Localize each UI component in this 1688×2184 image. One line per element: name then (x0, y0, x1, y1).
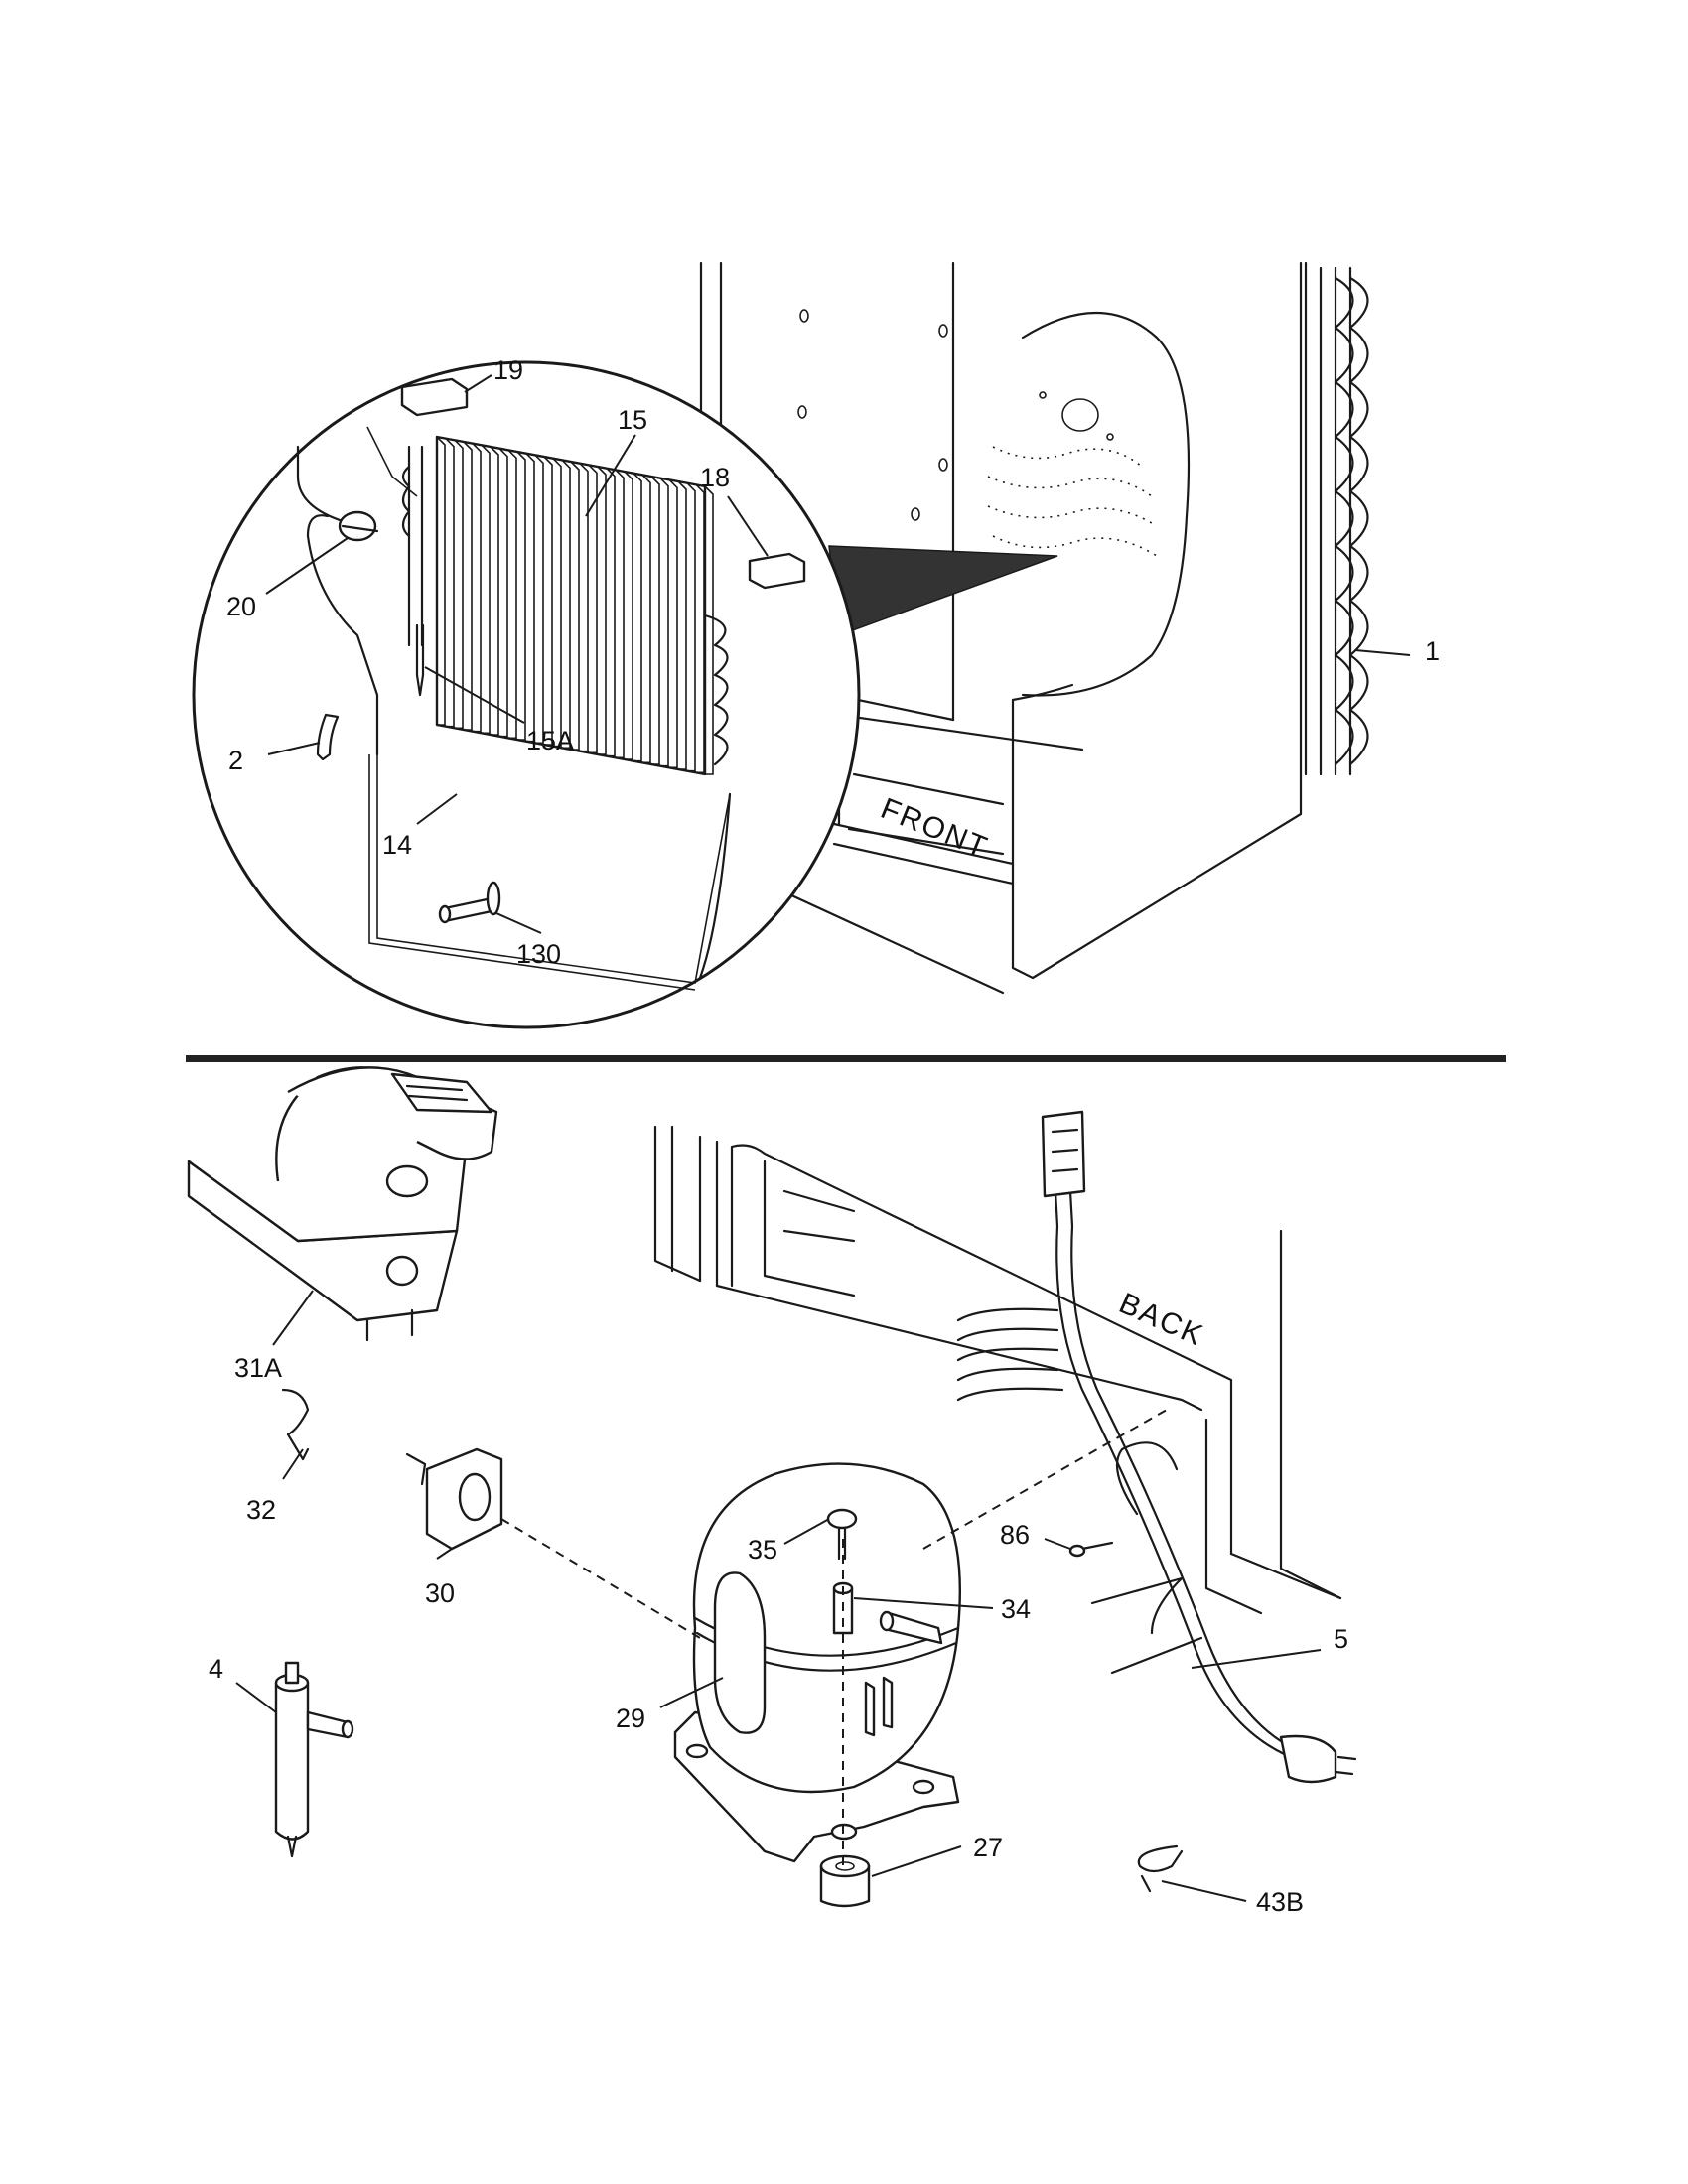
back-label: BACK (1114, 1287, 1208, 1353)
callout-15: 15 (618, 405, 647, 435)
power-cord (956, 1110, 1357, 1784)
evaporator-fin (490, 446, 499, 736)
callout-2: 2 (228, 746, 243, 775)
spacer-block-18 (748, 552, 806, 590)
heater-wire (368, 754, 731, 991)
wire-clip-32 (281, 1388, 310, 1461)
evaporator-fin (463, 441, 473, 731)
callout-130: 130 (516, 939, 561, 969)
machine-compartment-outline (653, 1125, 1342, 1615)
callout-35: 35 (748, 1535, 777, 1565)
evaporator-fin (686, 482, 696, 772)
callout-5: 5 (1334, 1624, 1348, 1654)
evaporator-coil (401, 435, 729, 776)
evaporator-fin (561, 459, 571, 750)
compressor-29 (673, 1462, 961, 1863)
callout-31a: 31A (234, 1353, 282, 1383)
callout-14: 14 (382, 830, 412, 860)
evaporator-fin (454, 439, 464, 730)
cabinet-outline (699, 261, 1303, 995)
evaporator-fin (588, 464, 598, 754)
callout-32: 32 (246, 1495, 276, 1525)
condenser-coil (1304, 261, 1369, 776)
callout-27: 27 (973, 1833, 1003, 1862)
callout-86: 86 (1000, 1520, 1030, 1550)
evaporator-fin (570, 461, 580, 751)
callout-30: 30 (425, 1578, 455, 1608)
callout-18: 18 (700, 463, 730, 492)
evaporator-fin (606, 468, 616, 757)
grommet-27 (819, 1854, 871, 1908)
clip-43b (1137, 1844, 1184, 1893)
evaporator-fin (677, 480, 687, 770)
spacer-block-19 (400, 377, 469, 417)
evaporator-fin (436, 436, 446, 726)
evaporator-fin (668, 478, 678, 769)
start-relay-30 (405, 1447, 503, 1551)
evaporator-fin (498, 448, 508, 738)
callout-19: 19 (493, 355, 523, 385)
callout-29: 29 (616, 1704, 645, 1733)
evaporator-fin (579, 463, 589, 752)
evaporator-fin (525, 453, 535, 743)
evaporator-fin (659, 478, 669, 767)
front-label: FRONT (876, 792, 992, 865)
drain-fitting-130 (438, 881, 501, 924)
evaporator-fin (507, 449, 517, 740)
evaporator-fin (543, 456, 553, 746)
evaporator-fin (641, 474, 651, 764)
section-divider (186, 1055, 1506, 1062)
assembly-line-cord (922, 1409, 1168, 1550)
evaporator-fin (633, 473, 642, 762)
evaporator-fin (695, 483, 705, 774)
evaporator-fin (650, 476, 660, 765)
filter-drier-4 (274, 1661, 354, 1858)
evaporator-fin (534, 454, 544, 745)
screw-86 (1068, 1541, 1114, 1558)
evaporator-fin (704, 485, 714, 775)
callout-1: 1 (1425, 636, 1440, 666)
callout-15a: 15A (526, 726, 574, 755)
evaporator-fin (615, 469, 625, 759)
defrost-thermostat (338, 510, 379, 542)
evaporator-fin (597, 466, 607, 755)
callout-34: 34 (1001, 1594, 1031, 1624)
drain-pan-assembly (187, 1066, 498, 1342)
clip-2 (316, 713, 340, 761)
evaporator-fin (516, 451, 526, 741)
evaporator-fin (552, 458, 562, 748)
callout-4: 4 (209, 1654, 223, 1684)
evaporator-fin (624, 471, 633, 760)
assembly-line-relay (500, 1518, 701, 1639)
evaporator-fin (481, 444, 491, 735)
evaporator-fin (472, 443, 482, 733)
sensor-stem (415, 623, 425, 677)
callout-43b: 43B (1256, 1887, 1304, 1917)
callout-20: 20 (226, 592, 256, 621)
evaporator-fin (445, 438, 455, 728)
